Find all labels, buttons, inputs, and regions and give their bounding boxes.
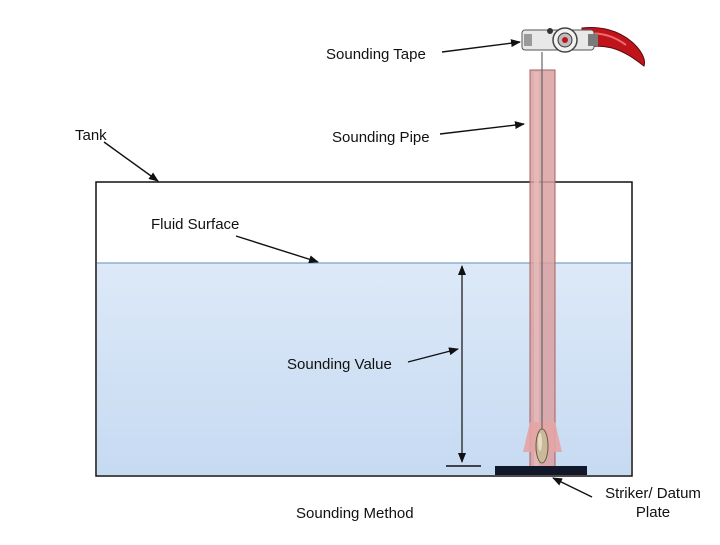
datum-plate-leader <box>552 477 593 498</box>
sounding-value-label: Sounding Value <box>287 356 392 373</box>
tank-label: Tank <box>75 127 107 144</box>
sounding-value-leader <box>407 347 459 363</box>
fluid-surface-leader <box>235 235 319 264</box>
diagram-caption: Sounding Method <box>296 505 414 522</box>
sounding-pipe-label: Sounding Pipe <box>332 129 430 146</box>
datum-plate <box>495 466 587 475</box>
sounding-pipe-leader <box>439 121 525 135</box>
sounding-tape-reel-icon <box>521 27 645 67</box>
sounding-tape-leader <box>441 39 521 53</box>
fluid-surface-label: Fluid Surface <box>151 216 240 233</box>
sounding-pipe-highlight <box>534 72 539 468</box>
striker-datum-label: Striker/ Datum Plate <box>594 485 712 521</box>
sounding-bob-icon <box>535 428 549 464</box>
sounding-tape-label: Sounding Tape <box>326 46 426 63</box>
striker-datum-label-line2: Plate <box>635 504 671 521</box>
striker-datum-label-line1: Striker/ Datum <box>605 485 701 502</box>
tank-leader <box>103 141 159 182</box>
